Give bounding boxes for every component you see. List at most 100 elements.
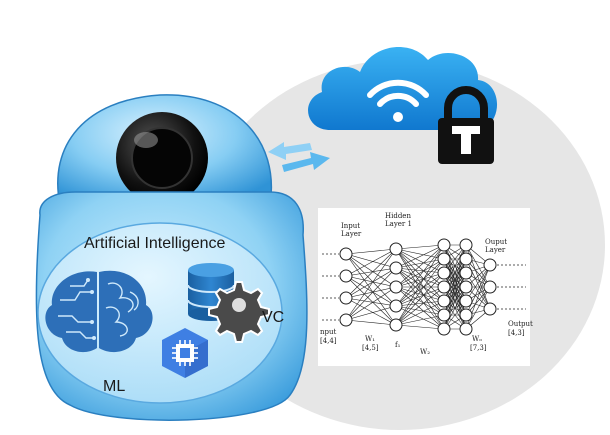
wifi-icon [367,79,429,122]
nn-edge [395,258,445,269]
nn-edge [395,248,445,302]
output-layer-label-2: Layer [485,246,506,254]
nn-edge [465,264,491,302]
nn-node [483,258,497,272]
wo-label: Wₒ [472,335,482,343]
nn-edge [395,258,445,326]
nn-node [389,318,403,332]
nn-node [339,291,353,305]
neural-network-diagram: Input Layer Hidden Layer 1 Ouput Layer n… [318,208,533,366]
nn-edge [395,272,445,288]
nn-node [437,322,451,336]
nn-edge [345,248,397,299]
nn-edge [395,244,445,288]
nn-node [437,266,451,280]
nn-node [437,280,451,294]
nn-edge [345,253,397,307]
nn-edge [395,314,445,326]
nn-edge [345,275,397,307]
nn-edge [345,253,397,288]
nn-edge [465,264,491,316]
nn-edge [395,248,445,260]
nn-edge [395,248,445,330]
nn-node [459,252,473,266]
nn-edge [395,300,445,326]
nn-edge [395,286,445,302]
nn-edge [345,253,397,326]
nn-edge [465,244,491,288]
nn-node [459,280,473,294]
w1-dim-label: [4,5] [362,344,379,352]
w2-label: W₂ [420,348,430,356]
wo-dim-label: [7,3] [470,344,487,352]
nn-edge [345,267,397,277]
nn-edge [345,305,397,321]
nn-node [459,266,473,280]
input-layer-label-1: Input [341,222,360,230]
nn-node [389,280,403,294]
nn-edge [395,267,445,330]
nn-edge [395,267,445,288]
nn-edge [395,244,445,326]
nn-edge [395,258,445,288]
nn-node [339,269,353,283]
nn-node [483,302,497,316]
nn-edge [345,275,397,326]
nn-edge [443,286,467,330]
nn-edge [345,319,397,326]
ai-title: Artificial Intelligence [84,235,226,252]
nn-edge [345,286,397,299]
output-label: Output [508,320,533,328]
nn-node [339,247,353,261]
nn-edge [395,272,445,326]
nn-edge [395,286,445,326]
vc-label: VC [262,309,284,326]
nn-edge [395,248,445,274]
input-label: nput [320,328,336,336]
nn-edge [395,286,445,307]
nn-node [459,322,473,336]
input-layer-label-2: Layer [341,230,362,238]
nn-node [389,299,403,313]
nn-node [483,280,497,294]
w1-label: W₁ [365,335,375,343]
nn-edge [395,324,445,330]
hidden-layer-label-2: Layer 1 [385,220,412,228]
nn-node [339,313,353,327]
nn-edge [345,267,397,321]
nn-edge [395,272,445,307]
nn-edge [395,305,445,316]
nn-edge [465,258,491,310]
nn-node [389,261,403,275]
nn-edge [395,286,445,316]
output-layer-label-1: Ouput [485,238,507,246]
nn-edge [465,272,491,310]
nn-edge [395,248,445,316]
nn-edge [465,286,491,330]
nn-edge [345,297,397,307]
transfer-arrows-icon [268,142,330,172]
ml-label: ML [103,378,125,395]
webcam-icon [116,112,208,204]
nn-node [437,252,451,266]
gear-icon [208,281,270,343]
nn-node [437,308,451,322]
nn-edge [395,244,445,269]
nn-edge [345,248,397,277]
nn-node [437,294,451,308]
nn-edge [395,300,445,307]
nn-edge [345,297,397,326]
hidden-layer-label-1: Hidden [385,212,411,220]
nn-node [459,294,473,308]
output-dim-label: [4,3] [508,329,525,337]
nn-edge [395,244,445,250]
nn-edge [395,305,445,330]
nn-edge [395,244,445,307]
nn-edge [345,253,397,269]
nn-node [389,242,403,256]
nn-edge [395,286,445,330]
f1-label: f₁ [395,341,401,349]
nn-edge [345,248,397,255]
input-dim-label: [4,4] [320,337,337,345]
nn-node [459,308,473,322]
